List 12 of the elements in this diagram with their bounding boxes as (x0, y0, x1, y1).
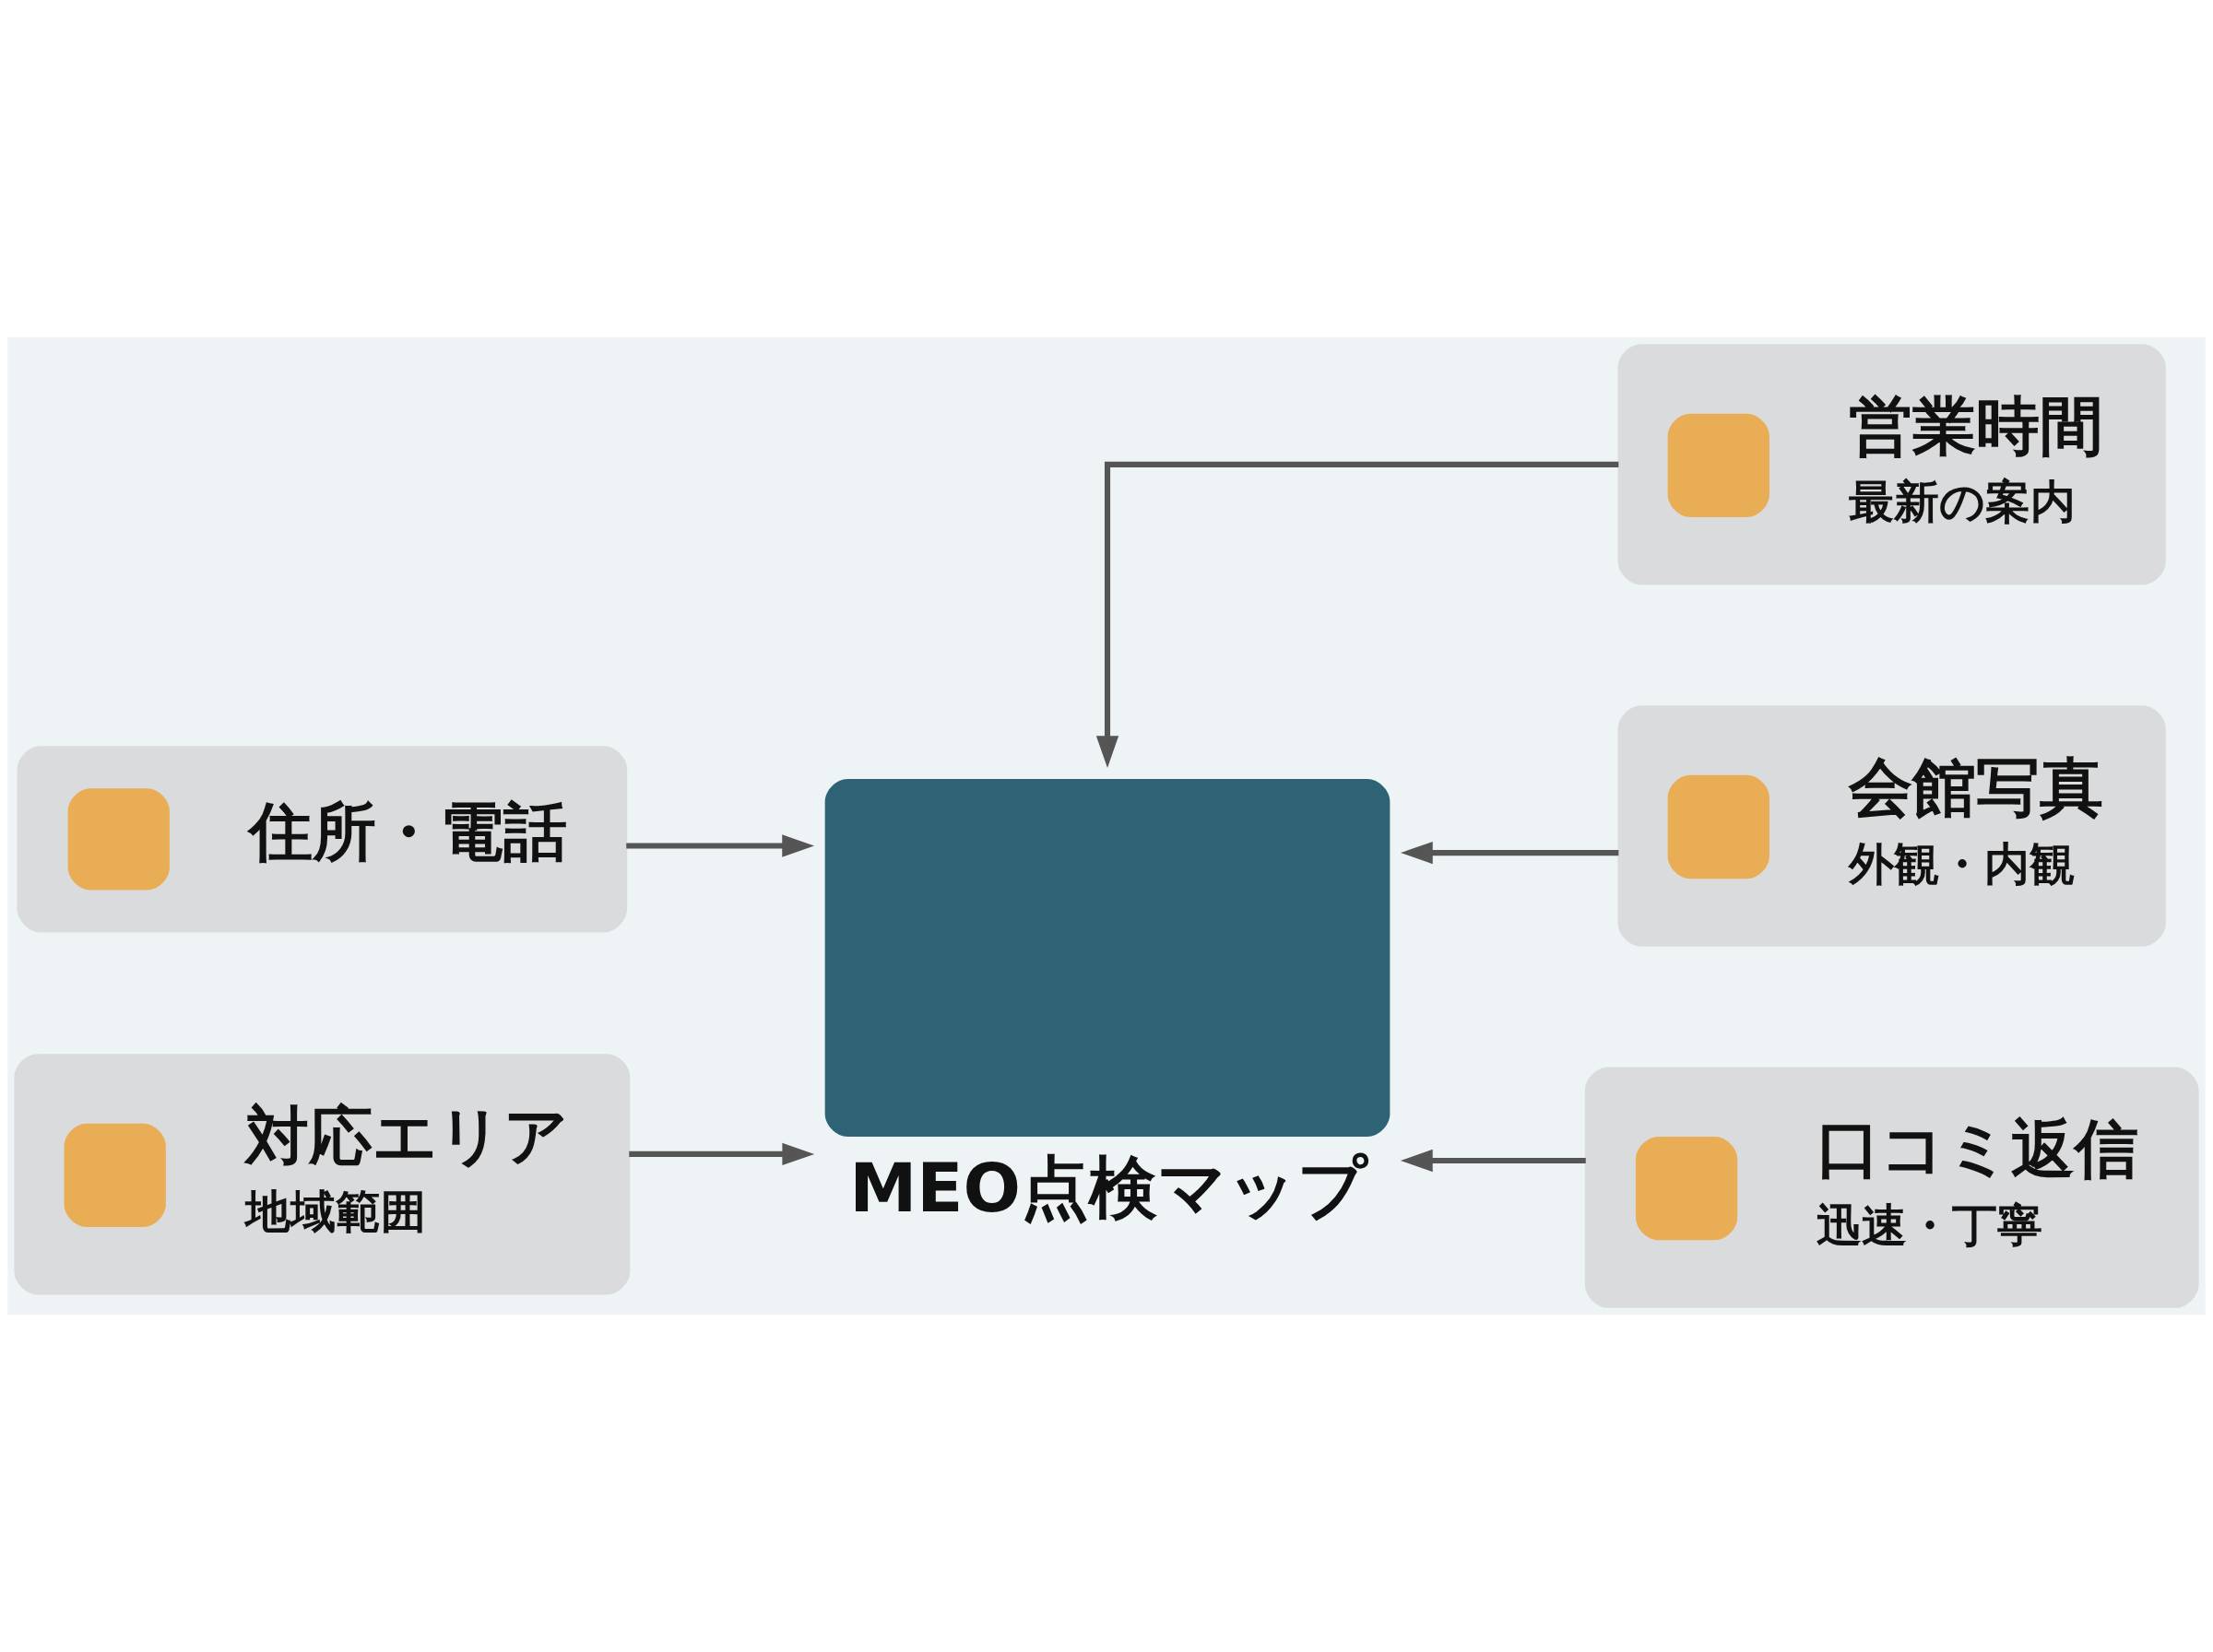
node-box: 口コミ返信 迅速・丁寧 (1584, 1067, 2199, 1308)
arrow (1095, 461, 1619, 769)
node-box (824, 778, 1391, 1137)
node-box: 会館写真 外観・内観 (1617, 705, 2166, 947)
node-box: 営業時間 最新の案内 (1617, 344, 2166, 585)
node-box: 対応エリア 地域範囲 (14, 1054, 631, 1295)
arrow (629, 1142, 815, 1166)
arrow (1400, 1149, 1586, 1173)
arrow (1400, 841, 1619, 865)
node-label: MEO点検マップ (849, 1149, 1368, 1228)
arrow (626, 834, 815, 857)
node-box: 住所・電話 (17, 746, 628, 933)
